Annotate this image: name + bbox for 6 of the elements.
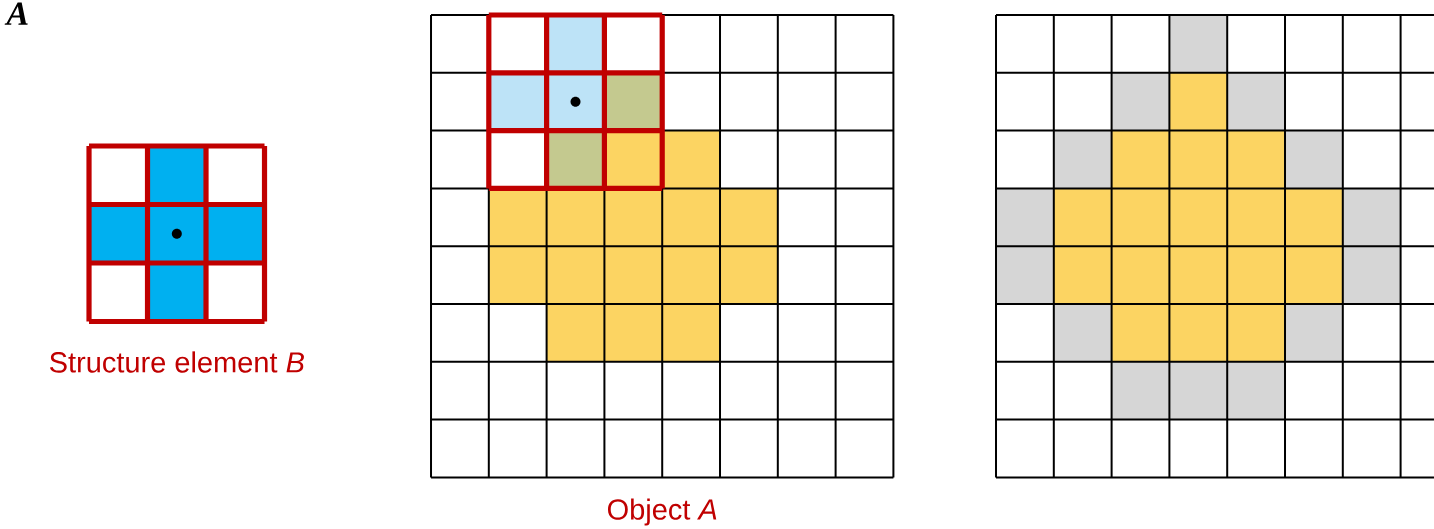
panel-label: A — [4, 2, 28, 25]
node-label: Structure element B — [49, 351, 304, 373]
pixel-grid: Object A — [430, 12, 895, 526]
node-label: Object A — [607, 498, 717, 526]
result-grid — [995, 14, 1434, 479]
pixel-grid: Structure element B — [50, 143, 304, 373]
